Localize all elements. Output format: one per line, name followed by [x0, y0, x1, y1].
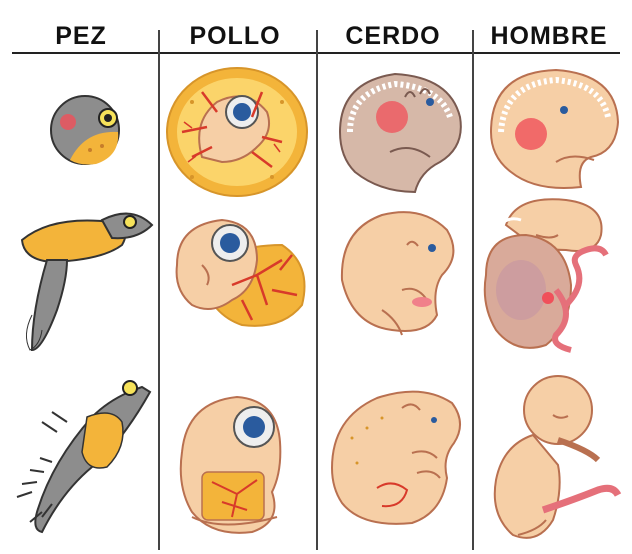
- human-embryo-stage-2: [476, 195, 626, 355]
- human-embryo-icon: [476, 62, 626, 202]
- pig-embryo-icon: [320, 62, 470, 202]
- fish-embryo-stage-3: [12, 372, 162, 532]
- pig-embryo-icon: [322, 200, 472, 350]
- chicken-embryo-icon: [162, 382, 312, 542]
- pig-embryo-icon: [322, 378, 472, 538]
- human-embryo-icon: [476, 195, 626, 365]
- column-header-pollo: POLLO: [160, 22, 310, 51]
- column-header-pez: PEZ: [26, 22, 136, 51]
- column-header-hombre: HOMBRE: [474, 22, 624, 51]
- fish-embryo-icon: [10, 70, 160, 200]
- pig-embryo-stage-3: [322, 378, 472, 538]
- column-header-cerdo: CERDO: [318, 22, 468, 51]
- column-divider-2: [316, 30, 318, 550]
- chicken-embryo-stage-2: [162, 205, 312, 365]
- pig-embryo-stage-1: [320, 62, 470, 222]
- human-embryo-icon: [478, 370, 628, 545]
- pig-embryo-stage-2: [322, 200, 472, 360]
- chicken-embryo-stage-3: [162, 382, 312, 542]
- fish-embryo-stage-2: [12, 200, 162, 360]
- fish-embryo-icon: [12, 372, 162, 542]
- human-embryo-stage-3: [478, 370, 628, 530]
- fish-embryo-icon: [12, 200, 162, 360]
- column-divider-3: [472, 30, 474, 550]
- chicken-embryo-icon: [162, 205, 312, 345]
- chicken-embryo-stage-1: [162, 62, 312, 222]
- chicken-embryo-icon: [162, 62, 312, 202]
